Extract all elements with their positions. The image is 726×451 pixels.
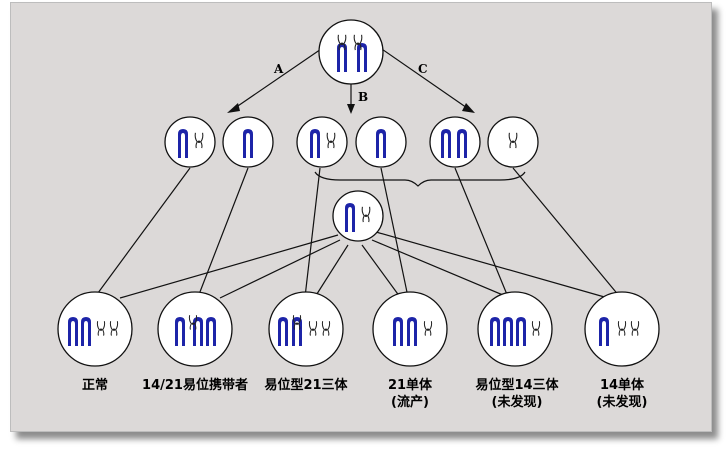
offspring-cell-trisomy14 <box>477 291 553 367</box>
offspring-cell-monosomy14 <box>584 291 660 367</box>
gamete-cell-2 <box>222 116 274 168</box>
offspring-label-carrier: 14/21易位携带者 <box>142 378 248 393</box>
connector-lines <box>94 44 621 301</box>
offspring-cell-carrier <box>157 291 233 367</box>
gamete-cell-1 <box>164 116 216 168</box>
offspring-label-trisomy14: 易位型14三体 (未发现) <box>475 378 559 410</box>
offspring-note-monosomy21: (流产) <box>391 395 429 410</box>
parent-cell <box>318 19 384 85</box>
offspring-label-normal: 正常 <box>81 378 109 393</box>
gamete-cell-5 <box>429 116 481 168</box>
offspring-note-trisomy14: (未发现) <box>491 395 543 410</box>
offspring-label-trisomy21: 易位型21三体 <box>264 378 348 393</box>
offspring-label-monosomy21: 21单体 (流产) <box>387 378 433 410</box>
normal-gamete-cell <box>332 190 384 242</box>
offspring-cell-trisomy21 <box>268 291 344 367</box>
gamete-cell-6 <box>487 116 539 168</box>
offspring-label-monosomy14: 14单体 (未发现) <box>596 378 648 410</box>
gamete-cell-4 <box>355 116 407 168</box>
offspring-note-monosomy14: (未发现) <box>596 395 648 410</box>
arrow-label-c: C <box>418 62 428 76</box>
arrow-label-b: B <box>358 90 369 104</box>
offspring-cell-normal <box>57 291 133 367</box>
gamete-cell-3 <box>296 116 348 168</box>
offspring-cell-monosomy21 <box>372 291 448 367</box>
arrow-label-a: A <box>274 62 284 76</box>
